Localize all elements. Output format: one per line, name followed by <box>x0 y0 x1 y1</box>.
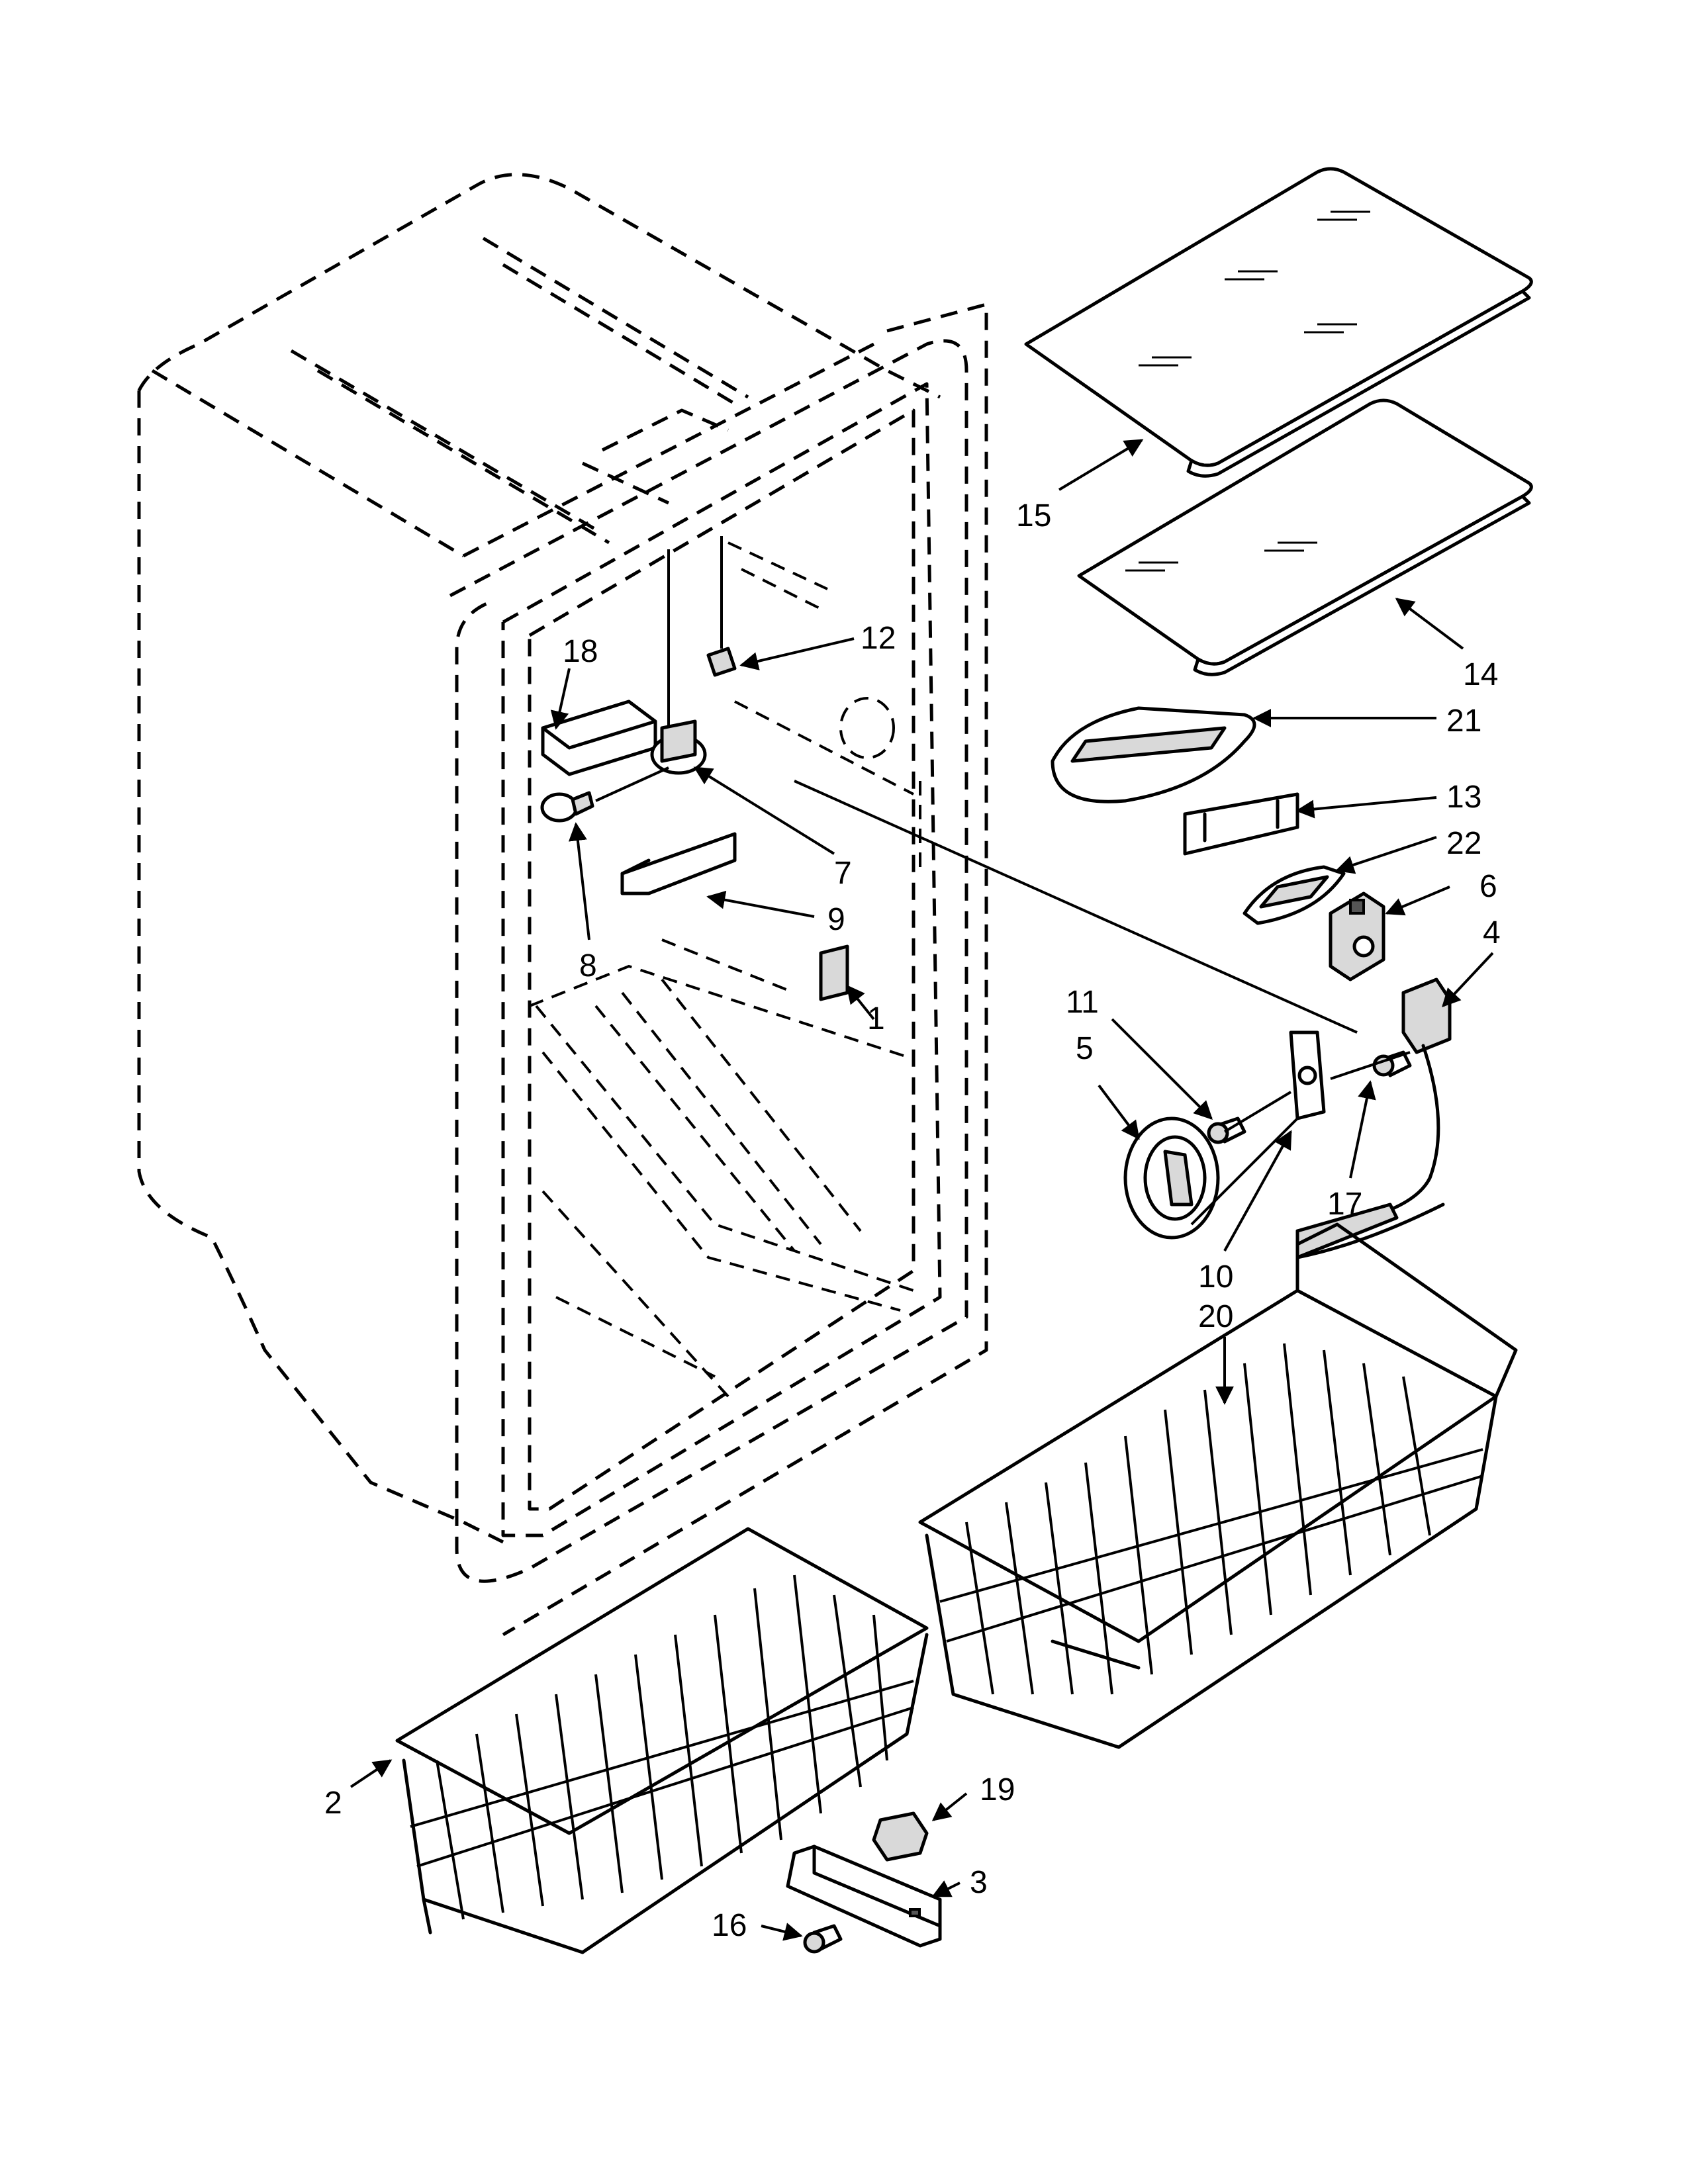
callout-4: 4 <box>1483 915 1501 950</box>
callout-7: 7 <box>834 856 852 891</box>
label-plate <box>819 944 849 1001</box>
callout-11: 11 <box>1066 985 1099 1020</box>
callout-1: 1 <box>867 1001 885 1036</box>
callout-18: 18 <box>563 634 598 669</box>
mount-plate <box>1289 1030 1326 1120</box>
screw-17 <box>1372 1050 1412 1077</box>
callout-5: 5 <box>1076 1031 1094 1066</box>
callout-labels: 15 14 21 13 22 6 4 11 5 17 10 20 12 18 7… <box>324 498 1501 1943</box>
callout-22: 22 <box>1446 826 1481 861</box>
basket-stop <box>872 1811 929 1862</box>
control-module <box>1329 891 1385 981</box>
callout-12: 12 <box>861 621 896 656</box>
callout-10: 10 <box>1198 1259 1233 1295</box>
callout-leaders <box>350 439 1494 1941</box>
light-switch <box>706 647 737 677</box>
thermostat <box>1295 978 1452 1259</box>
callout-9: 9 <box>827 902 845 937</box>
light-bulb <box>540 791 594 823</box>
slide-rail <box>786 1844 942 1948</box>
control-knob <box>1123 1116 1220 1240</box>
callout-2: 2 <box>324 1786 342 1821</box>
callout-3: 3 <box>970 1865 988 1900</box>
screw-16 <box>803 1924 843 1954</box>
callout-14: 14 <box>1463 657 1498 692</box>
light-socket <box>650 719 707 775</box>
callout-21: 21 <box>1446 704 1481 739</box>
callout-15: 15 <box>1016 498 1051 533</box>
damper-bracket <box>1183 792 1299 856</box>
callout-16: 16 <box>712 1908 747 1943</box>
callout-8: 8 <box>579 948 597 983</box>
callout-20: 20 <box>1198 1299 1233 1334</box>
cabinet-outline <box>137 173 988 1637</box>
glass-shelf-lower <box>1077 398 1533 676</box>
glass-shelf-upper <box>1024 167 1533 478</box>
callout-17: 17 <box>1327 1187 1362 1222</box>
callout-19: 19 <box>980 1772 1015 1807</box>
basket-lower <box>395 1527 929 1954</box>
air-grille <box>1051 706 1256 803</box>
callout-13: 13 <box>1446 780 1481 815</box>
light-bracket <box>620 832 737 895</box>
basket-upper <box>918 1222 1518 1749</box>
callout-6: 6 <box>1479 869 1497 904</box>
